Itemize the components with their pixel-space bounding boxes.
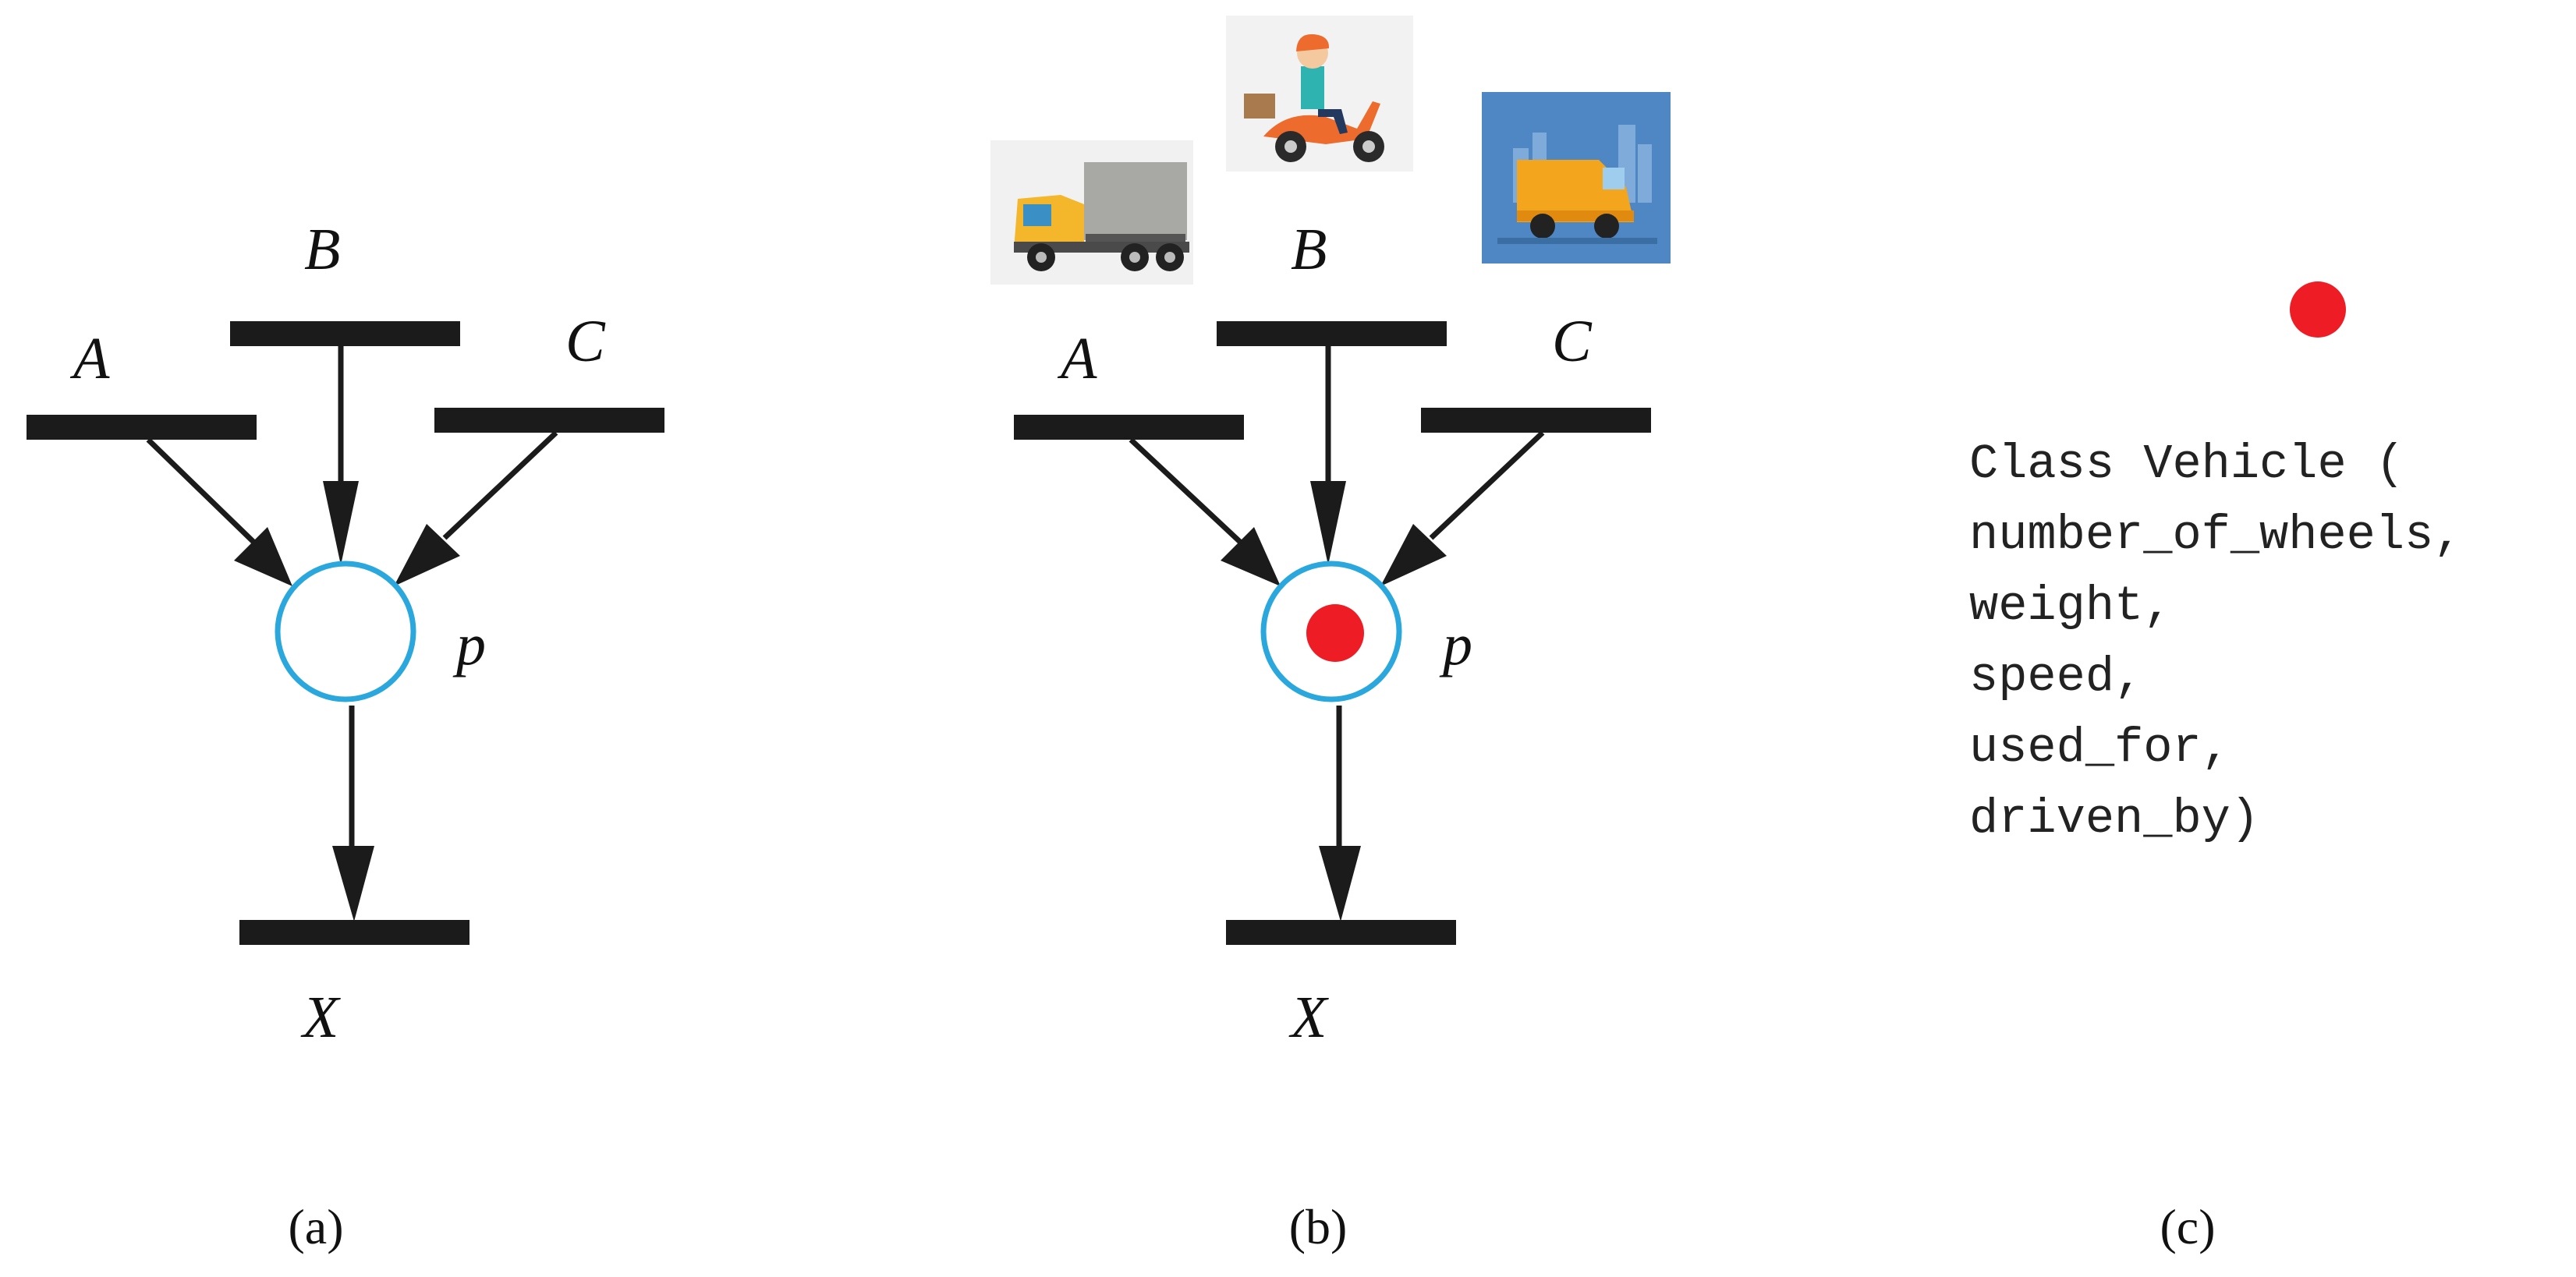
place-a-p [275, 561, 416, 702]
arrowhead-b-C [1380, 524, 1447, 586]
arrowhead-b-X [1319, 846, 1361, 921]
arrowhead-a-X [332, 846, 374, 921]
label-b-X: X [1288, 985, 1329, 1050]
transition-bar-b-A [1014, 415, 1244, 440]
token-c [2290, 281, 2346, 338]
transition-bar-a-X [239, 920, 469, 945]
arc-b-C-to-p [1429, 430, 1545, 540]
label-a-B: B [304, 217, 340, 282]
code-line-5: used_for, [1969, 720, 2231, 776]
scooter-delivery-icon [1226, 16, 1413, 172]
label-b-A: A [1057, 326, 1097, 391]
code-line-2: number_of_wheels, [1969, 508, 2463, 563]
arc-a-C-to-p [442, 430, 558, 540]
arrowhead-a-C [394, 524, 460, 586]
caption-b: (b) [1289, 1199, 1348, 1254]
arc-a-A-to-p [146, 437, 256, 544]
label-b-p: p [1439, 612, 1472, 677]
label-a-X: X [300, 985, 341, 1050]
transition-bar-b-B [1217, 321, 1447, 346]
code-line-6: driven_by) [1969, 791, 2259, 847]
label-b-C: C [1552, 309, 1593, 374]
transition-bar-a-B [230, 321, 460, 346]
label-a-A: A [69, 326, 110, 391]
label-b-B: B [1291, 217, 1327, 282]
code-line-4: speed, [1969, 649, 2143, 705]
transition-bar-a-C [434, 408, 664, 433]
panel-c: Class Vehicle ( number_of_wheels, weight… [1969, 281, 2463, 1254]
arrowhead-b-B [1310, 481, 1346, 565]
arrowhead-a-A [234, 527, 292, 586]
caption-c: (c) [2160, 1199, 2215, 1254]
arrowhead-a-B [323, 481, 359, 565]
code-line-1: Class Vehicle ( [1969, 437, 2404, 492]
arrowhead-b-A [1221, 527, 1281, 586]
truck-icon [990, 140, 1193, 285]
transition-bar-b-X [1226, 920, 1456, 945]
code-line-3: weight, [1969, 578, 2172, 634]
delivery-van-icon [1482, 92, 1671, 264]
panel-b: A B C p X (b) [990, 16, 1671, 1254]
arc-b-A-to-p [1129, 437, 1242, 544]
transition-bar-b-C [1421, 408, 1651, 433]
label-a-p: p [452, 612, 486, 677]
label-a-C: C [565, 309, 606, 374]
token-b [1306, 604, 1364, 662]
caption-a: (a) [288, 1199, 343, 1254]
transition-bar-a-A [27, 415, 257, 440]
panel-a: A B C p X (a) [27, 217, 664, 1254]
